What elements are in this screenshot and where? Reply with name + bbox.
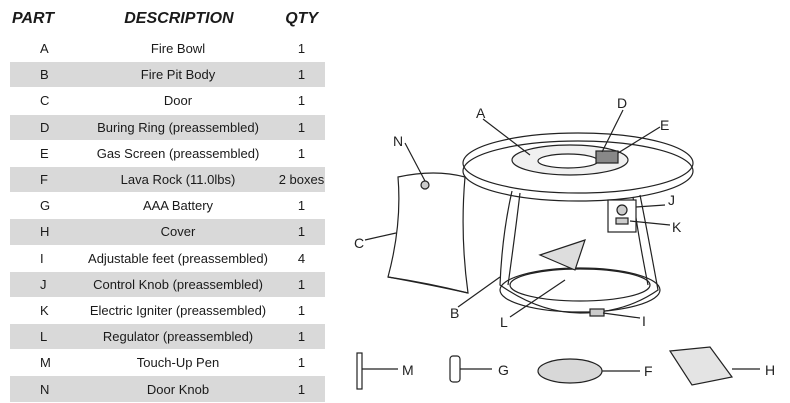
fire-pit-body [499, 190, 659, 314]
description-cell: Gas Screen (preassembled) [96, 145, 260, 161]
callout-j: J [668, 192, 675, 208]
qty-cell: 1 [297, 198, 306, 214]
description-cell: Control Knob (preassembled) [93, 276, 263, 292]
callout-e: E [660, 117, 669, 133]
callout-m: M [402, 362, 414, 378]
description-cell: Fire Bowl [150, 41, 206, 57]
table-row: L Regulator (preassembled) 1 [10, 324, 325, 351]
description-cell: Lava Rock (11.0lbs) [120, 172, 236, 188]
part-cell: M [40, 355, 51, 371]
description-cell: Adjustable feet (preassembled) [88, 250, 268, 266]
part-cell: L [40, 329, 48, 345]
fire-pit-diagram: A D E N J K C B L I M G F H [354, 95, 775, 390]
table-row: E Gas Screen (preassembled) 1 [10, 140, 325, 167]
callout-i: I [642, 313, 646, 329]
description-cell: Electric Igniter (preassembled) [89, 302, 267, 318]
aaa-battery [449, 355, 461, 383]
part-cell: N [40, 381, 50, 397]
table-row: J Control Knob (preassembled) 1 [10, 271, 325, 298]
qty-cell: 1 [297, 145, 306, 161]
description-cell: Fire Pit Body [140, 67, 216, 83]
cover-bag [668, 346, 734, 386]
part-cell: E [40, 145, 49, 161]
qty-cell: 1 [297, 93, 306, 109]
fire-pit-base [499, 267, 661, 313]
table-row: N Door Knob 1 [10, 376, 325, 403]
adjustable-foot [589, 308, 605, 317]
door-panel [387, 172, 469, 294]
callout-l: L [500, 314, 508, 330]
table-row: K Electric Igniter (preassembled) 1 [10, 297, 325, 325]
part-cell: K [40, 302, 49, 318]
callout-n: N [393, 133, 403, 149]
table-row: H Cover 1 [10, 219, 325, 246]
control-knob [616, 204, 628, 216]
table-row: F Lava Rock (11.0lbs) 2 boxes [10, 166, 325, 194]
header-part: PART [12, 10, 55, 27]
qty-cell: 1 [297, 276, 306, 292]
table-row: M Touch-Up Pen 1 [10, 350, 325, 377]
callout-d: D [617, 95, 627, 111]
part-cell: G [40, 198, 51, 214]
callout-k: K [672, 219, 682, 235]
qty-cell: 1 [297, 381, 306, 397]
callout-c: C [354, 235, 364, 251]
qty-cell: 1 [297, 224, 306, 240]
qty-cell: 1 [297, 329, 306, 345]
door-knob [420, 180, 430, 190]
qty-cell: 1 [297, 119, 306, 135]
description-cell: Touch-Up Pen [136, 355, 220, 371]
part-cell: F [40, 172, 48, 188]
table-row: C Door 1 [10, 88, 325, 115]
callout-h: H [765, 362, 775, 378]
part-cell: H [40, 224, 50, 240]
qty-cell: 1 [297, 355, 306, 371]
part-cell: I [40, 250, 44, 266]
table-header: PART DESCRIPTION QTY [10, 2, 325, 36]
description-cell: Cover [160, 224, 196, 240]
table-row: I Adjustable feet (preassembled) 4 [10, 245, 325, 272]
callout-g: G [498, 362, 509, 378]
description-cell: Buring Ring (preassembled) [97, 119, 259, 135]
description-cell: AAA Battery [142, 198, 214, 214]
part-cell: C [40, 93, 50, 109]
part-cell: A [40, 41, 49, 57]
part-cell: J [40, 276, 47, 292]
description-cell: Door [163, 93, 193, 109]
table-row: G AAA Battery 1 [10, 193, 325, 220]
part-cell: D [40, 119, 50, 135]
gas-screen [595, 150, 619, 164]
header-description: DESCRIPTION [124, 10, 234, 27]
touch-up-pen [356, 352, 363, 390]
table-row: D Buring Ring (preassembled) 1 [10, 114, 325, 141]
description-cell: Door Knob [146, 381, 210, 397]
table-row: B Fire Pit Body 1 [10, 62, 325, 89]
fire-pit-top-edge [462, 140, 694, 202]
qty-cell: 1 [297, 41, 306, 57]
callout-f: F [644, 363, 653, 379]
part-cell: B [40, 67, 49, 83]
qty-cell: 1 [297, 67, 306, 83]
callout-a: A [476, 105, 486, 121]
qty-cell: 4 [297, 250, 306, 266]
description-cell: Regulator (preassembled) [102, 329, 254, 345]
lava-rock [537, 358, 603, 384]
callout-b: B [450, 305, 459, 321]
burner-ring [537, 153, 599, 169]
regulator [538, 239, 586, 271]
table-row: A Fire Bowl 1 [10, 36, 325, 63]
qty-cell: 2 boxes [278, 172, 325, 188]
electric-igniter [615, 217, 629, 225]
qty-cell: 1 [297, 302, 306, 318]
header-qty: QTY [285, 10, 319, 27]
